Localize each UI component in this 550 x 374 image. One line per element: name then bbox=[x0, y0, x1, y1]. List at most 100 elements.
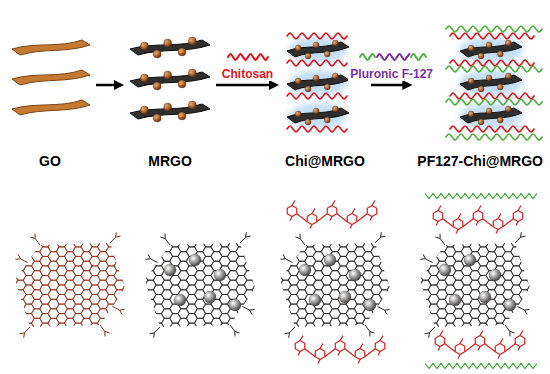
pluronic-chain bbox=[425, 194, 537, 199]
glycosidic-bond bbox=[365, 349, 375, 357]
ring-substituent bbox=[370, 201, 375, 221]
glycosidic-bond bbox=[337, 214, 347, 222]
magnetic-nanoparticle bbox=[214, 269, 226, 281]
graphene-sheet bbox=[130, 72, 210, 87]
glucosamine-ring bbox=[375, 341, 385, 352]
carboxyl-group bbox=[113, 307, 125, 315]
magnetic-nanoparticle bbox=[295, 111, 301, 117]
chitosan-chain bbox=[287, 33, 347, 39]
pluronic-symbol-peo bbox=[411, 54, 426, 60]
magnetic-nanoparticle bbox=[305, 119, 311, 125]
glucosamine-ring bbox=[307, 214, 317, 225]
glucosamine-ring bbox=[295, 341, 305, 352]
carboxyl-group bbox=[160, 234, 170, 245]
carboxyl-group bbox=[145, 254, 157, 262]
magnetic-nanoparticle bbox=[464, 254, 476, 266]
magnetic-nanoparticle bbox=[140, 106, 148, 114]
glucosamine-ring bbox=[515, 336, 525, 347]
glycosidic-bond bbox=[297, 214, 307, 222]
chitosan-symbol bbox=[228, 54, 268, 60]
glycosidic-bond bbox=[505, 344, 515, 352]
magnetic-nanoparticle bbox=[468, 111, 474, 117]
pf127-chi-mrgo-sample: PF127-Chi@MRGO bbox=[413, 20, 547, 170]
magnetic-nanoparticle bbox=[332, 106, 338, 112]
sample-label: PF127-Chi@MRGO bbox=[417, 153, 543, 170]
magnetic-nanoparticle bbox=[174, 294, 186, 306]
glycosidic-bond bbox=[357, 214, 367, 222]
ring-substituent bbox=[350, 209, 355, 229]
magnetic-nanoparticle bbox=[140, 42, 148, 50]
magnetic-nanoparticle bbox=[339, 291, 351, 303]
carboxyl-group bbox=[30, 234, 40, 245]
magnetic-nanoparticle bbox=[349, 269, 361, 281]
carboxyl-group bbox=[435, 234, 445, 245]
go-structure bbox=[0, 204, 175, 371]
magnetic-nanoparticle bbox=[486, 42, 492, 48]
glycosidic-bond bbox=[325, 349, 335, 357]
reaction-arrow bbox=[96, 84, 116, 87]
ring-substituent bbox=[478, 331, 483, 351]
carboxyl-group bbox=[365, 325, 375, 336]
magnetic-nanoparticle bbox=[305, 53, 311, 59]
magnetic-nanoparticle bbox=[364, 299, 376, 311]
polymer-glow bbox=[459, 70, 523, 96]
magnetic-nanoparticle bbox=[164, 264, 176, 276]
carbon-lattice bbox=[231, 204, 440, 371]
ring-substituent bbox=[456, 214, 461, 234]
sample-label: GO bbox=[39, 153, 61, 170]
polymer-glow bbox=[459, 37, 523, 63]
glucosamine-ring bbox=[473, 211, 483, 222]
magnetic-nanoparticle bbox=[486, 108, 492, 114]
magnetic-nanoparticle bbox=[449, 294, 461, 306]
magnetic-nanoparticle bbox=[468, 45, 474, 51]
graphene-sheet bbox=[287, 75, 349, 90]
magnetic-nanoparticle bbox=[505, 106, 511, 112]
magnetic-nanoparticle bbox=[189, 254, 201, 266]
glucosamine-ring bbox=[495, 344, 505, 355]
glycosidic-bond bbox=[465, 344, 475, 352]
magnetic-nanoparticle bbox=[497, 84, 503, 90]
magnetic-nanoparticle bbox=[295, 78, 301, 84]
magnetic-nanoparticle bbox=[178, 48, 186, 56]
magnetic-nanoparticle bbox=[478, 53, 484, 59]
pf127-chi-mrgo-sheets bbox=[446, 26, 542, 140]
chi-mrgo-sample: Chi@MRGO bbox=[280, 20, 370, 170]
glucosamine-ring bbox=[327, 206, 337, 217]
magnetic-nanoparticle bbox=[153, 114, 161, 122]
carboxyl-group bbox=[100, 325, 110, 336]
magnetic-nanoparticle bbox=[305, 86, 311, 92]
polymer-glow bbox=[459, 103, 523, 129]
glucosamine-ring bbox=[367, 206, 377, 217]
carboxyl-group bbox=[518, 307, 530, 315]
magnetic-nanoparticle bbox=[313, 108, 319, 114]
ring-substituent bbox=[498, 339, 503, 359]
chitosan-chain bbox=[450, 93, 534, 99]
sample-label: Chi@MRGO bbox=[285, 153, 365, 170]
graphene-sheet bbox=[130, 104, 210, 119]
magnetic-nanoparticle bbox=[140, 74, 148, 82]
glucosamine-ring bbox=[435, 336, 445, 347]
glycosidic-bond bbox=[443, 219, 453, 227]
graphene-sheet bbox=[460, 42, 522, 57]
ring-substituent bbox=[516, 206, 521, 226]
glucosamine-ring bbox=[513, 211, 523, 222]
mrgo-structure bbox=[96, 204, 305, 371]
magnetic-nanoparticle bbox=[188, 101, 196, 109]
ring-substituent bbox=[476, 206, 481, 226]
magnetic-nanoparticle bbox=[153, 50, 161, 58]
glycosidic-bond bbox=[483, 219, 493, 227]
pluronic-chain bbox=[446, 134, 542, 140]
magnetic-nanoparticle bbox=[332, 40, 338, 46]
graphene-sheet bbox=[460, 108, 522, 123]
carboxyl-group bbox=[378, 307, 390, 315]
ring-substituent bbox=[290, 201, 295, 221]
pf127-chi-mrgo-structure bbox=[371, 194, 550, 371]
chi-mrgo-structure bbox=[231, 201, 440, 371]
ring-substituent bbox=[518, 331, 523, 351]
pluronic-symbol-ppo bbox=[377, 54, 410, 60]
magnetic-nanoparticle bbox=[313, 75, 319, 81]
magnetic-nanoparticle bbox=[324, 254, 336, 266]
